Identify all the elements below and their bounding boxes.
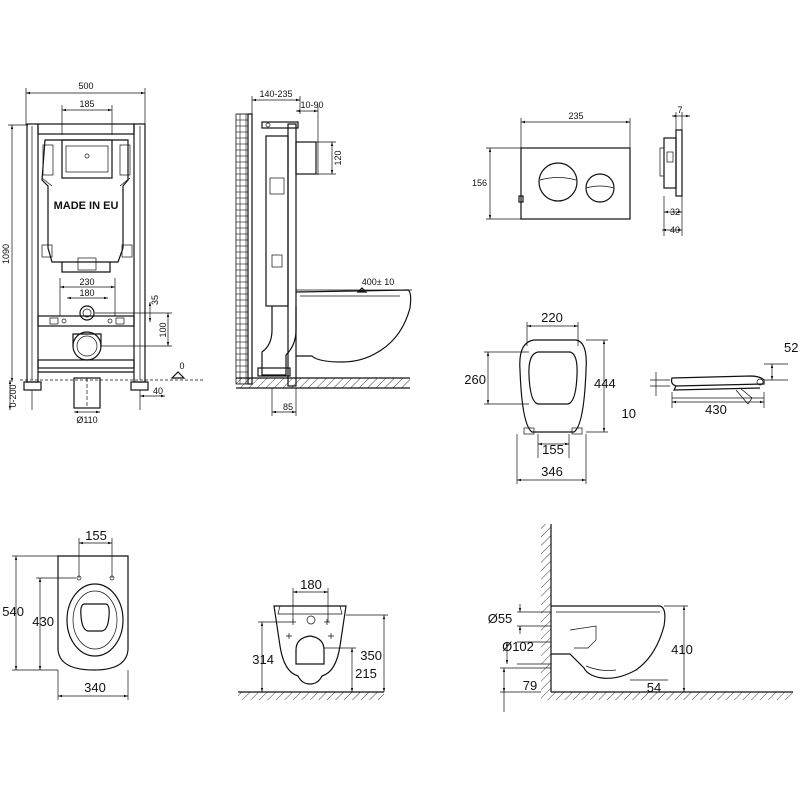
- dim-35-label: 35: [150, 295, 160, 305]
- pipe-span-outer-label: 230: [79, 277, 94, 287]
- seat-side-view: 10 430 52: [622, 340, 799, 421]
- seat-thickness-label: 10: [622, 406, 636, 421]
- seat-inner: [529, 352, 577, 404]
- seat-hinge-label: 155: [542, 442, 564, 457]
- bottom-dim-label: 85: [283, 402, 293, 412]
- frame-width-label: 500: [78, 81, 93, 91]
- frame-left-post: [27, 124, 38, 382]
- bowl-side-79-label: 79: [523, 678, 537, 693]
- bowl-top-view: 155 540 430 340: [2, 528, 128, 700]
- seat-top-view: 220 260 444 155 346: [464, 310, 615, 484]
- bowl-back-outlet: [296, 636, 324, 664]
- frame-right-post: [134, 124, 145, 382]
- flush-button-small: [586, 174, 614, 202]
- pipe-span-inner-label: 180: [79, 288, 94, 298]
- bowl-side-102-label: Ø102: [502, 639, 534, 654]
- bowl-back-hole-span-label: 180: [300, 577, 322, 592]
- bowl-top-outline: [58, 556, 128, 670]
- seat-length-label: 430: [705, 402, 727, 417]
- flush-plate-front: 235 156: [472, 111, 630, 219]
- dim-100-label: 100: [158, 322, 168, 337]
- bowl-hole-span-label: 155: [85, 528, 107, 543]
- leg-adjust-label: 0-200: [8, 384, 18, 407]
- bowl-drain: [81, 604, 109, 631]
- bowl-side-55-label: Ø55: [488, 611, 513, 626]
- bowl-side-54-label: 54: [647, 680, 661, 695]
- bowl-back-350-label: 350: [360, 648, 382, 663]
- frame-height-label: 1090: [1, 244, 11, 264]
- plate-depth-32-label: 32: [670, 207, 680, 217]
- zero-level-label: 0: [179, 361, 184, 371]
- frame-side-cistern: [266, 136, 288, 306]
- bowl-inner-label: 430: [32, 614, 54, 629]
- bowl-width-label: 340: [84, 680, 106, 695]
- dim-40-label: 40: [153, 386, 163, 396]
- frame-lower-rail: [38, 316, 134, 326]
- frame-stamp-text: MADE IN EU: [54, 200, 119, 212]
- frame-side-view: 140-235 10-90 120 400± 10: [236, 89, 412, 416]
- bowl-length-label: 540: [2, 604, 24, 619]
- inlet-height-label: 120: [333, 150, 343, 165]
- plate-depth-40-label: 40: [670, 225, 680, 235]
- flush-button-large: [539, 163, 577, 201]
- bowl-back-215-label: 215: [355, 666, 377, 681]
- bowl-side-view: Ø55 Ø102 79 54 410: [488, 524, 793, 712]
- frame-depth-label: 140-235: [259, 89, 292, 99]
- tiled-wall: [236, 114, 248, 384]
- bowl-side-outline: [551, 606, 665, 678]
- bowl-back-314-label: 314: [252, 652, 274, 667]
- bolt-span-label: 400± 10: [362, 277, 394, 287]
- plate-height-label: 156: [472, 178, 487, 188]
- seat-side-outline: [672, 376, 765, 386]
- bowl-back-view: 180 314 350 215: [238, 577, 388, 700]
- outlet-diameter-label: Ø110: [76, 415, 97, 425]
- seat-base-label: 346: [541, 464, 563, 479]
- seat-inner-length-label: 260: [464, 372, 486, 387]
- flush-plate-side: 7 32 40: [660, 105, 690, 236]
- frame-offset-label: 10-90: [300, 100, 323, 110]
- bowl-silhouette: [296, 290, 411, 362]
- seat-total-length-label: 444: [594, 376, 616, 391]
- frame-front-view: 500 185 1090 MADE IN EU 230: [1, 81, 205, 425]
- seat-height-label: 52: [784, 340, 798, 355]
- bowl-side-height-label: 410: [671, 642, 693, 657]
- frame-top-pad-label: 185: [79, 99, 94, 109]
- level-marker-icon: [172, 372, 184, 378]
- bowl-rim-outer: [67, 584, 123, 656]
- seat-width-label: 220: [541, 310, 563, 325]
- inlet-circle: [80, 306, 94, 320]
- bowl-back-outline: [274, 606, 346, 684]
- plate-width-label: 235: [568, 111, 583, 121]
